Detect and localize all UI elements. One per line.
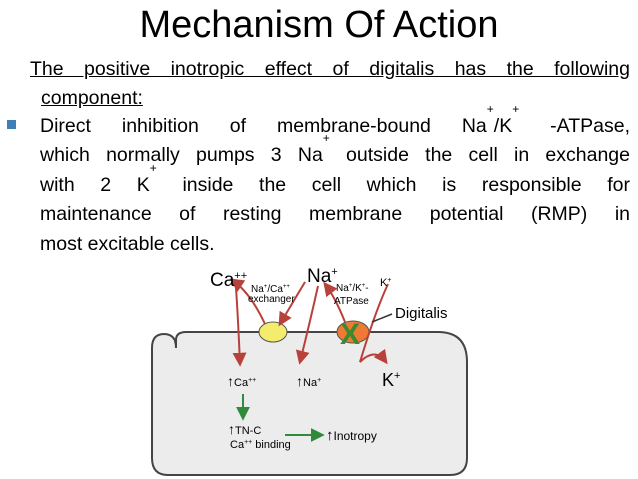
- ca-outside-label: Ca++: [210, 270, 247, 291]
- k-outside-label: K+: [380, 277, 391, 289]
- ca-inside-label: ↑Ca++: [227, 373, 256, 389]
- bullet-line-2: which normally pumps 3 Na+ outside the c…: [40, 131, 630, 167]
- inotropy-label: ↑Inotropy: [326, 427, 377, 444]
- bullet-line-3: with 2 K+ inside the cell which is respo…: [40, 160, 630, 196]
- slide-title: Mechanism Of Action: [139, 4, 499, 46]
- bullet-line-4: maintenance of resting membrane potentia…: [40, 203, 630, 226]
- na-pump-arrow: [323, 281, 346, 323]
- atpase-label: Na+/K+-ATPase: [334, 283, 369, 307]
- na-ca-exchanger: [258, 321, 288, 343]
- bullet-line-5: most excitable cells.: [40, 232, 215, 255]
- na-exchanger-arrow: [278, 281, 306, 327]
- digitalis-label: Digitalis: [395, 305, 448, 322]
- k-influx-arrow: [359, 283, 389, 365]
- ca-influx-arrow: [232, 287, 247, 367]
- bullet-square-icon: [7, 120, 16, 129]
- na-outside-label: Na+: [307, 266, 338, 287]
- exchanger-label: Na+/Ca++exchanger: [248, 284, 295, 305]
- intro-line-2: component:: [41, 87, 143, 109]
- ca-efflux-arrow: [229, 278, 266, 325]
- intro-text: The positive inotropic effect of digital…: [30, 55, 630, 113]
- cell-shape: [151, 331, 468, 476]
- block-x-icon: X: [340, 318, 360, 351]
- bullet-text: Direct inhibition of membrane-bound Na+/…: [40, 102, 630, 259]
- digitalis-mechanism-diagram: X Ca++ Na+ Na+/Ca++exchanger Na+/K+-ATPa…: [151, 266, 468, 476]
- digitalis-pointer: [371, 313, 393, 323]
- na-inside-arrow: [295, 285, 319, 365]
- k-inside-label: K+: [382, 370, 400, 390]
- bullet-line-1: Direct inhibition of membrane-bound Na+/…: [40, 102, 630, 137]
- intro-line-1: The positive inotropic effect of digital…: [30, 58, 630, 80]
- na-inside-label: ↑Na+: [296, 373, 321, 389]
